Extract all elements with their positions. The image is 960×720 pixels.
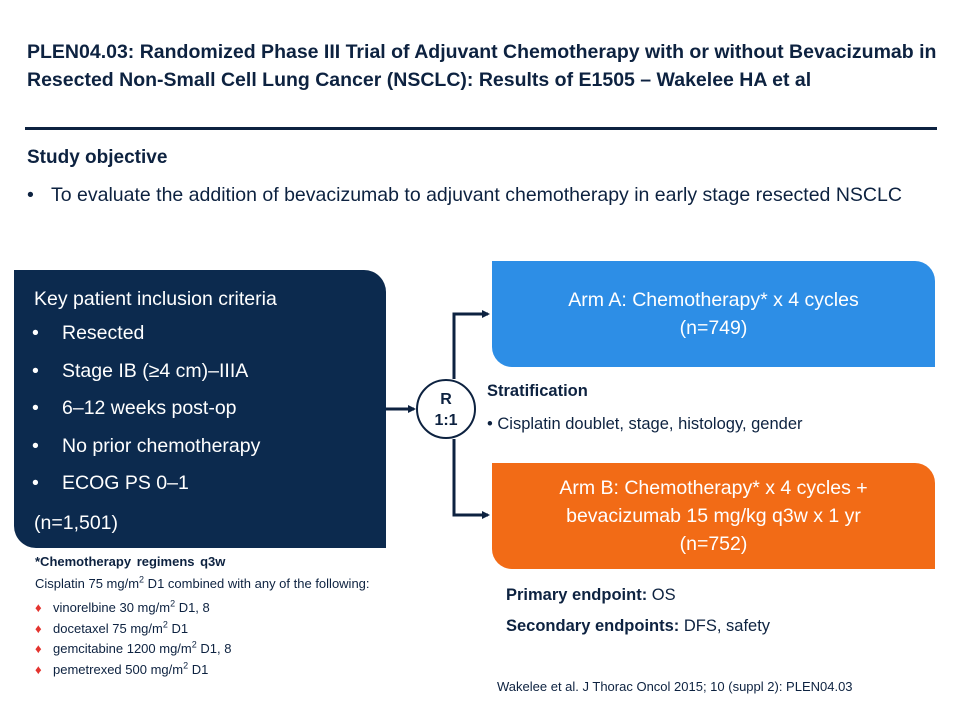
chemo-regimen-list: ♦vinorelbine 30 mg/m2 D1, 8 ♦docetaxel 7… bbox=[35, 598, 232, 683]
secondary-endpoints-label: Secondary endpoints: bbox=[506, 617, 680, 635]
stratification-text: Cisplatin doublet, stage, histology, gen… bbox=[497, 415, 803, 433]
randomization-ratio: 1:1 bbox=[434, 412, 458, 429]
regimen-item: ♦ gemcitabine 1200 mg/m2 D1, 8 bbox=[35, 639, 232, 662]
secondary-endpoints: Secondary endpoints: DFS, safety bbox=[506, 617, 770, 636]
arm-b-n: (n=752) bbox=[679, 533, 748, 555]
criteria-item: • No prior chemotherapy bbox=[32, 435, 260, 473]
criteria-item-label: ECOG PS 0–1 bbox=[62, 472, 189, 494]
superscript: 2 bbox=[139, 574, 145, 585]
primary-endpoint-value: OS bbox=[647, 586, 676, 604]
secondary-endpoints-value: DFS, safety bbox=[679, 617, 771, 635]
regimen-text: docetaxel 75 mg/m bbox=[53, 620, 163, 636]
regimen-text: D1 bbox=[188, 661, 209, 677]
bullet-icon: • bbox=[32, 397, 39, 419]
criteria-item-label: No prior chemotherapy bbox=[62, 434, 261, 457]
chemo-heading: *Chemotherapy regimens q3w bbox=[35, 554, 226, 569]
arm-a-n: (n=749) bbox=[679, 317, 748, 339]
criteria-item: • Resected bbox=[32, 322, 260, 360]
randomization-label: R bbox=[440, 391, 452, 408]
arrow-to-arm-a bbox=[452, 310, 490, 379]
criteria-item: • Stage IB (≥4 cm)–IIIA bbox=[32, 360, 260, 398]
criteria-item: • ECOG PS 0–1 bbox=[32, 472, 260, 510]
bullet-icon: • bbox=[27, 184, 34, 206]
chemo-intro: Cisplatin 75 mg/m2 D1 combined with any … bbox=[35, 574, 370, 591]
diamond-bullet-icon: ♦ bbox=[35, 641, 42, 656]
regimen-item: ♦ docetaxel 75 mg/m2 D1 bbox=[35, 619, 231, 642]
diamond-bullet-icon: ♦ bbox=[35, 600, 42, 615]
arm-b-title: Arm B: Chemotherapy* x 4 cycles + bbox=[559, 477, 868, 499]
arm-b-box: Arm B: Chemotherapy* x 4 cycles + bevaci… bbox=[492, 463, 935, 569]
objective-bullet: • To evaluate the addition of bevacizuma… bbox=[27, 182, 951, 208]
primary-endpoint: Primary endpoint: OS bbox=[506, 586, 676, 605]
objective-text: To evaluate the addition of bevacizumab … bbox=[51, 184, 902, 206]
citation: Wakelee et al. J Thorac Oncol 2015; 10 (… bbox=[497, 679, 853, 694]
chemo-intro-text: D1 combined with any of the following: bbox=[144, 576, 370, 591]
regimen-item: ♦ vinorelbine 30 mg/m2 D1, 8 bbox=[35, 598, 231, 621]
diamond-bullet-icon: ♦ bbox=[35, 620, 42, 636]
title-divider bbox=[25, 127, 937, 130]
criteria-item-label: Resected bbox=[62, 322, 145, 344]
bullet-icon: • bbox=[32, 359, 39, 382]
criteria-item: • 6–12 weeks post-op bbox=[32, 397, 260, 435]
bullet-icon: • bbox=[32, 434, 39, 457]
inclusion-criteria-box: Key patient inclusion criteria • Resected… bbox=[14, 270, 386, 548]
regimen-text: vinorelbine 30 mg/m bbox=[53, 600, 171, 615]
regimen-text: D1, 8 bbox=[196, 641, 232, 656]
objective-heading: Study objective bbox=[27, 147, 168, 168]
regimen-text: D1, 8 bbox=[175, 600, 210, 615]
regimen-text: pemetrexed 500 mg/m bbox=[53, 661, 184, 677]
randomization-circle: R 1:1 bbox=[416, 379, 476, 439]
criteria-item-label: Stage IB (≥4 cm)–IIIA bbox=[62, 359, 249, 382]
arm-b-regimen: bevacizumab 15 mg/kg q3w x 1 yr bbox=[566, 505, 861, 527]
arm-a-title: Arm A: Chemotherapy* x 4 cycles bbox=[568, 289, 859, 311]
superscript: 2 bbox=[162, 619, 168, 630]
criteria-item-label: 6–12 weeks post-op bbox=[62, 397, 237, 419]
regimen-text: D1 bbox=[167, 620, 189, 636]
superscript: 2 bbox=[170, 598, 176, 609]
superscript: 2 bbox=[183, 660, 189, 671]
diamond-bullet-icon: ♦ bbox=[35, 661, 42, 677]
criteria-sample-size: (n=1,501) bbox=[34, 512, 119, 534]
criteria-heading: Key patient inclusion criteria bbox=[34, 288, 277, 310]
bullet-icon: • bbox=[32, 472, 39, 494]
regimen-item: ♦ pemetrexed 500 mg/m2 D1 bbox=[35, 660, 231, 683]
arrow-to-arm-b bbox=[452, 439, 490, 519]
bullet-icon: • bbox=[487, 415, 493, 433]
page-title: PLEN04.03: Randomized Phase III Trial of… bbox=[27, 41, 937, 91]
bullet-icon: • bbox=[32, 322, 39, 344]
stratification-item: • Cisplatin doublet, stage, histology, g… bbox=[487, 415, 803, 434]
chemo-intro-text: Cisplatin 75 mg/m bbox=[35, 576, 140, 591]
primary-endpoint-label: Primary endpoint: bbox=[506, 586, 648, 604]
criteria-list: • Resected • Stage IB (≥4 cm)–IIIA • 6–12 w… bbox=[32, 322, 260, 510]
regimen-text: gemcitabine 1200 mg/m bbox=[53, 641, 192, 656]
arm-a-box: Arm A: Chemotherapy* x 4 cycles (n=749) bbox=[492, 261, 935, 367]
stratification-heading: Stratification bbox=[487, 382, 588, 400]
superscript: 2 bbox=[191, 639, 197, 650]
